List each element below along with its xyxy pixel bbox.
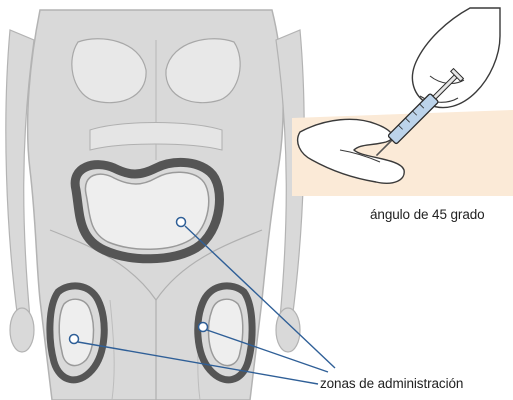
zone-abdomen-marker bbox=[177, 218, 186, 227]
left-arm bbox=[6, 30, 34, 320]
zone-left-thigh-inner bbox=[59, 299, 93, 365]
injection-angle-label: ángulo de 45 grado bbox=[370, 207, 513, 222]
zone-right-thigh-marker bbox=[199, 323, 208, 332]
syringe-hand bbox=[412, 8, 500, 108]
administration-zones-label: zonas de administración bbox=[320, 376, 513, 391]
injection-illustration bbox=[292, 8, 513, 196]
zone-abdomen-inner-line bbox=[85, 172, 208, 249]
zone-left-thigh-marker bbox=[70, 335, 79, 344]
left-hand bbox=[10, 308, 34, 352]
